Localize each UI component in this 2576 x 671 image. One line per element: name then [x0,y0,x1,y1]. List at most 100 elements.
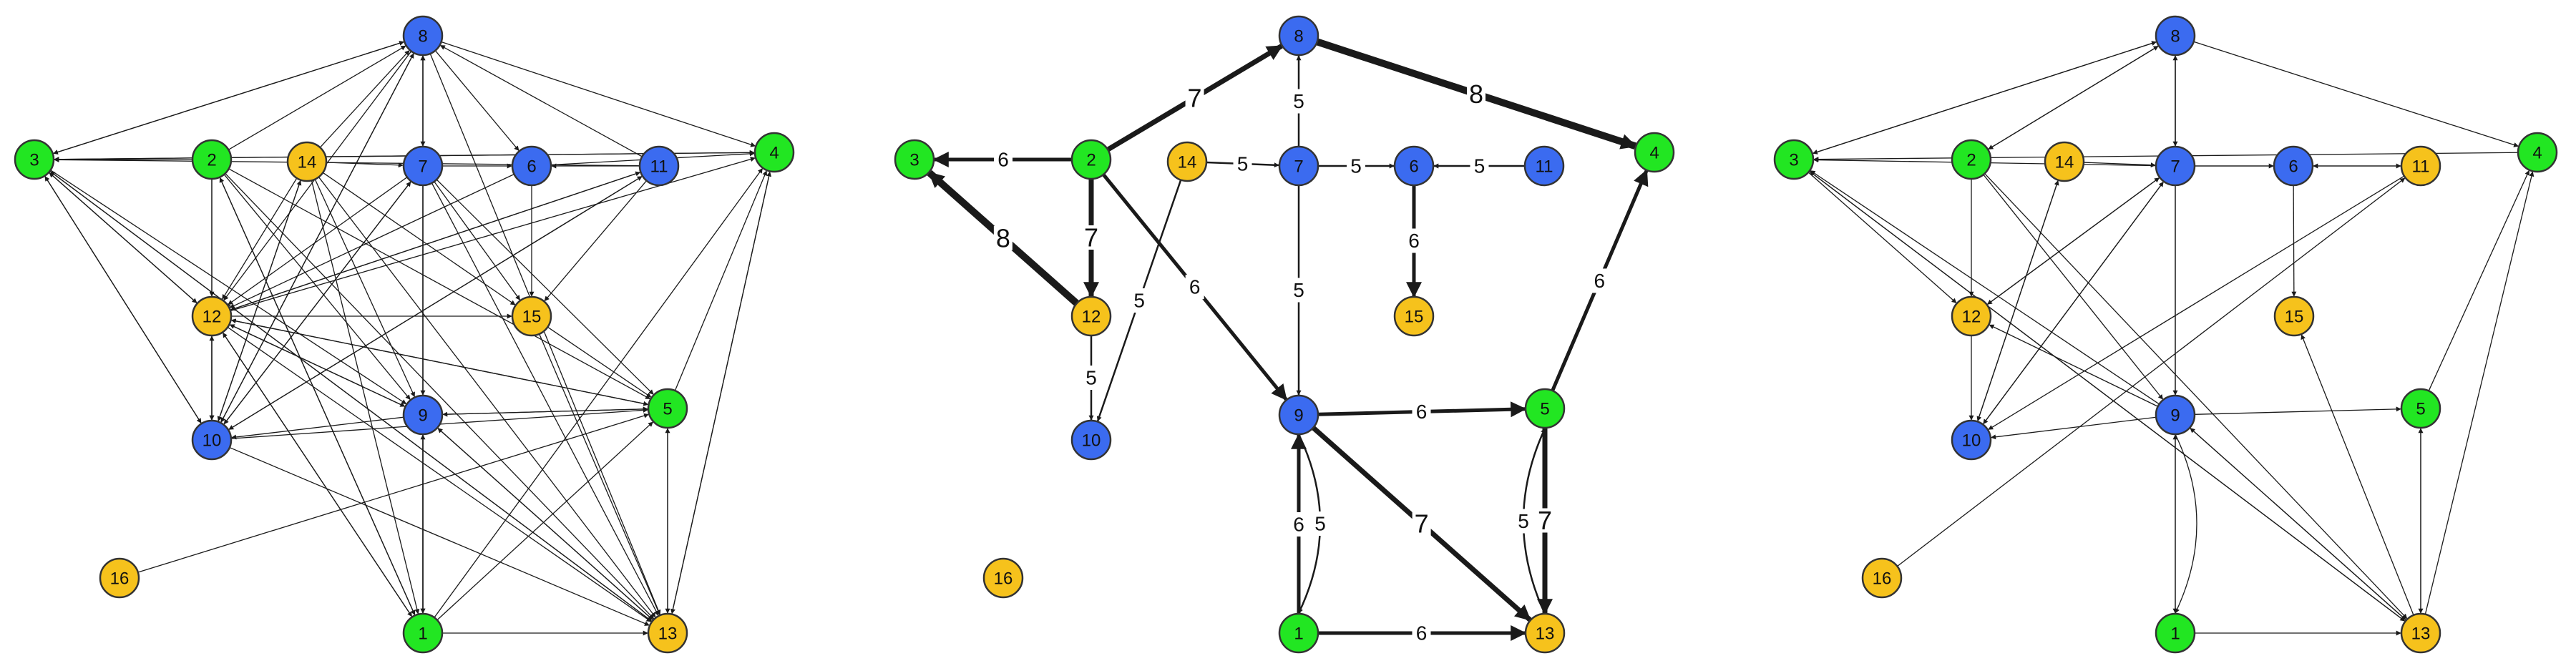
node-circle [2517,132,2558,173]
edge-label-text: 6 [1594,270,1606,292]
node-label: 2 [207,151,216,170]
edge-2-9 [1983,174,2164,400]
node-6: 6 [511,145,552,187]
node-circle [1070,295,1112,337]
node-circle [191,139,233,180]
edge-14-1 [311,180,420,614]
edge-label-text: 6 [1189,276,1201,298]
node-label: 11 [650,157,668,177]
edge-8-6 [434,50,519,152]
node-label: 12 [1962,308,1981,327]
edge-label-text: 8 [1469,79,1483,109]
edge-weight-label: 5 [1470,154,1489,178]
node-circle [1393,295,1435,337]
edge-label-text: 7 [1084,223,1098,253]
node-circle [638,145,680,187]
node-12: 12 [191,295,233,337]
edge-weight-label: 5 [1311,511,1330,536]
node-15: 15 [1393,295,1435,337]
edge-label-background [1405,228,1423,253]
node-circle [1278,612,1319,654]
edge-13-9 [437,428,654,621]
edge-label-text: 5 [1133,290,1145,312]
edge-weight-label: 6 [1412,399,1431,424]
edge-weight-label: 6 [1405,228,1423,253]
node-circle [1951,419,1992,461]
node-circle [286,141,328,182]
node-label: 6 [1409,157,1418,177]
edge-label-background [994,147,1013,172]
node-2: 2 [1951,139,1992,180]
edge-weight-label: 5 [1514,509,1533,534]
edge-10-13 [229,446,650,626]
edge-label-text: 6 [1416,622,1428,645]
edge-6-15 [2291,185,2297,297]
edge-weight-label: 7 [1185,83,1204,112]
node-circle [2400,145,2441,187]
node-2: 2 [1070,139,1112,180]
edge-2-8 [228,45,406,150]
node-circle [1070,139,1112,180]
node-circle [1393,145,1435,187]
edge-label-text: 5 [1085,367,1097,389]
edge-label-text: 6 [1293,514,1304,536]
edge-label-text: 5 [1518,510,1529,532]
edge-7-5 [436,179,654,395]
edge-14-13 [318,177,656,618]
edge-13-9 [2190,428,2407,621]
node-13: 13 [647,612,688,654]
node-circle [99,557,140,599]
edge-label-background [1289,89,1308,114]
node-label: 4 [1649,144,1659,163]
edge-14-15 [322,172,516,305]
edge-9-12 [1989,324,2158,407]
node-11: 11 [638,145,680,187]
node-8: 8 [402,15,444,57]
node-label: 6 [527,157,536,177]
node-9: 9 [2155,394,2196,436]
edge-label-background [1467,82,1486,107]
node-label: 2 [1966,151,1976,170]
node-1: 1 [2155,612,2196,654]
node-label: 4 [769,144,779,163]
node-label: 10 [1962,431,1981,451]
node-circle [1070,419,1112,461]
edge-13-15 [2301,334,2414,616]
node-circle [982,557,1024,599]
edge-label-text: 5 [1237,152,1249,175]
node-13: 13 [1524,612,1566,654]
node-circle [647,612,688,654]
edge-label-background [1289,278,1308,303]
edge-8-3 [53,41,405,155]
edge-12-13 [227,326,652,622]
node-label: 15 [2285,308,2304,327]
edge-label-text: 7 [1415,509,1429,539]
edge-8-2 [1988,45,2160,150]
node-circle [1278,145,1319,187]
node-12: 12 [1951,295,1992,337]
edge-5-12 [230,318,649,406]
node-label: 9 [418,406,427,426]
edge-9-10 [231,416,404,440]
node-3: 3 [894,139,935,180]
edge-13-3 [1809,171,2406,622]
edge-weight-label: 5 [1130,288,1149,313]
node-circle [1524,612,1566,654]
edge-1-2 [219,177,416,616]
edge-label-background [1536,508,1554,533]
node-1: 1 [402,612,444,654]
node-4: 4 [2517,132,2558,173]
edge-10-7 [1982,181,2164,425]
edge-13-3 [49,171,653,622]
node-circle [1524,388,1566,429]
node-8: 8 [2155,15,2196,57]
edge-5-4 [674,170,768,391]
node-label: 5 [663,400,672,419]
node-label: 16 [110,569,130,589]
node-label: 15 [522,308,542,327]
edge-weight-label: 6 [1412,621,1431,645]
edge-label-background [1412,399,1431,424]
node-label: 15 [1405,308,1424,327]
